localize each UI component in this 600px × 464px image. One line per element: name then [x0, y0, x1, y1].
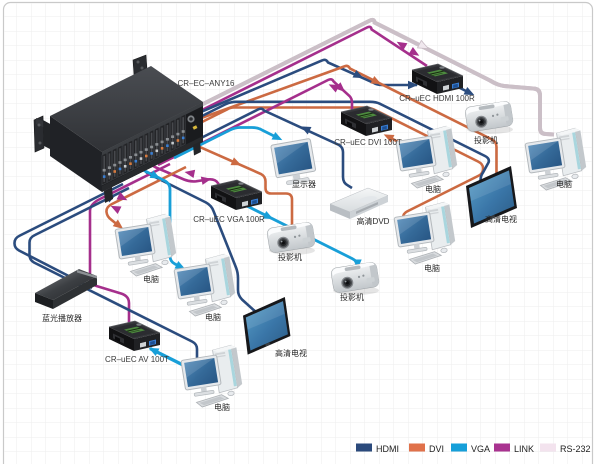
svg-text:高清电视: 高清电视: [485, 214, 517, 224]
svg-text:电脑: 电脑: [424, 263, 440, 273]
svg-text:RS-232: RS-232: [560, 444, 591, 454]
svg-text:高清DVD: 高清DVD: [357, 216, 390, 226]
svg-text:电脑: 电脑: [214, 402, 230, 412]
svg-text:电脑: 电脑: [556, 179, 572, 189]
svg-text:投影机: 投影机: [474, 135, 498, 145]
svg-text:CR–EC–ANY16: CR–EC–ANY16: [178, 79, 235, 88]
svg-text:投影机: 投影机: [278, 252, 302, 262]
svg-text:CR–uEC DVI 100T: CR–uEC DVI 100T: [334, 138, 402, 147]
svg-text:电脑: 电脑: [425, 184, 441, 194]
svg-text:电脑: 电脑: [143, 274, 159, 284]
svg-text:CR–uEC HDMI 100R: CR–uEC HDMI 100R: [399, 94, 475, 103]
svg-text:CR–uEC VGA 100R: CR–uEC VGA 100R: [193, 215, 265, 224]
svg-text:蓝光播放器: 蓝光播放器: [42, 313, 82, 323]
svg-text:VGA: VGA: [471, 444, 490, 454]
svg-text:显示器: 显示器: [292, 180, 316, 189]
svg-text:HDMI: HDMI: [376, 444, 399, 454]
svg-text:电脑: 电脑: [205, 312, 221, 322]
svg-text:DVI: DVI: [429, 444, 444, 454]
svg-text:CR–uEC AV 100T: CR–uEC AV 100T: [105, 355, 169, 364]
svg-text:高清电视: 高清电视: [275, 348, 307, 358]
svg-text:投影机: 投影机: [340, 292, 364, 302]
svg-text:LINK: LINK: [514, 444, 534, 454]
